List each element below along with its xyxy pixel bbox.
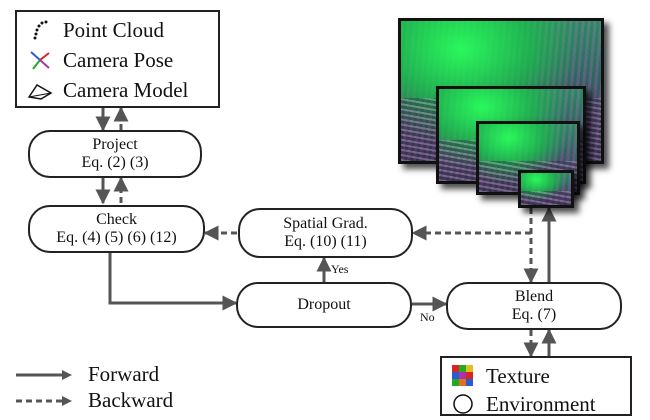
node-check-equation: Eq. (4) (5) (6) (12) [56,229,177,246]
legend-point-cloud-label: Point Cloud [63,18,164,42]
edge-label-no: No [420,310,435,324]
legend-camera-pose: Camera Pose [27,48,173,72]
legend-backward: Backward [16,388,173,413]
node-spatial-grad: Spatial Grad. Eq. (10) (11) [238,208,413,258]
point-cloud-icon [27,19,53,41]
legend-environment-label: Environment [486,392,596,416]
node-spatial-grad-equation: Eq. (10) (11) [284,233,367,250]
legend-point-cloud: Point Cloud [27,18,164,42]
legend-backward-label: Backward [88,388,174,412]
texture-frame-level-3 [518,170,574,208]
camera-model-icon [27,79,53,101]
node-check: Check Eq. (4) (5) (6) (12) [28,205,205,253]
node-dropout: Dropout [236,282,412,328]
node-project: Project Eq. (2) (3) [28,130,202,178]
legend-camera-model: Camera Model [27,78,188,102]
legend-texture-label: Texture [486,364,550,388]
input-legend: Point Cloud Camera Pose Camera Model [15,10,220,108]
legend-forward-label: Forward [88,362,160,386]
node-project-title: Project [92,135,138,153]
forward-arrow-icon [16,369,72,380]
flow-connectors [95,106,557,358]
node-check-title: Check [96,210,137,228]
legend-camera-pose-label: Camera Pose [63,48,174,72]
texture-grid-icon [450,365,476,387]
node-blend-title: Blend [514,287,554,305]
camera-pose-icon [27,49,53,71]
legend-environment: Environment [450,392,596,416]
legend-forward: Forward [16,362,159,387]
output-legend: Texture Environment [440,356,632,416]
backward-arrow-icon [16,395,72,406]
node-project-equation: Eq. (2) (3) [81,154,149,171]
edge-check-dropout-forward [108,253,238,311]
node-spatial-grad-title: Spatial Grad. [283,214,368,232]
edge-label-yes: Yes [331,262,349,276]
node-blend: Blend Eq. (7) [446,282,622,330]
node-dropout-title: Dropout [297,295,351,313]
legend-camera-model-label: Camera Model [63,78,189,102]
legend-texture: Texture [450,364,550,388]
environment-icon [450,393,476,415]
node-blend-equation: Eq. (7) [511,306,557,323]
